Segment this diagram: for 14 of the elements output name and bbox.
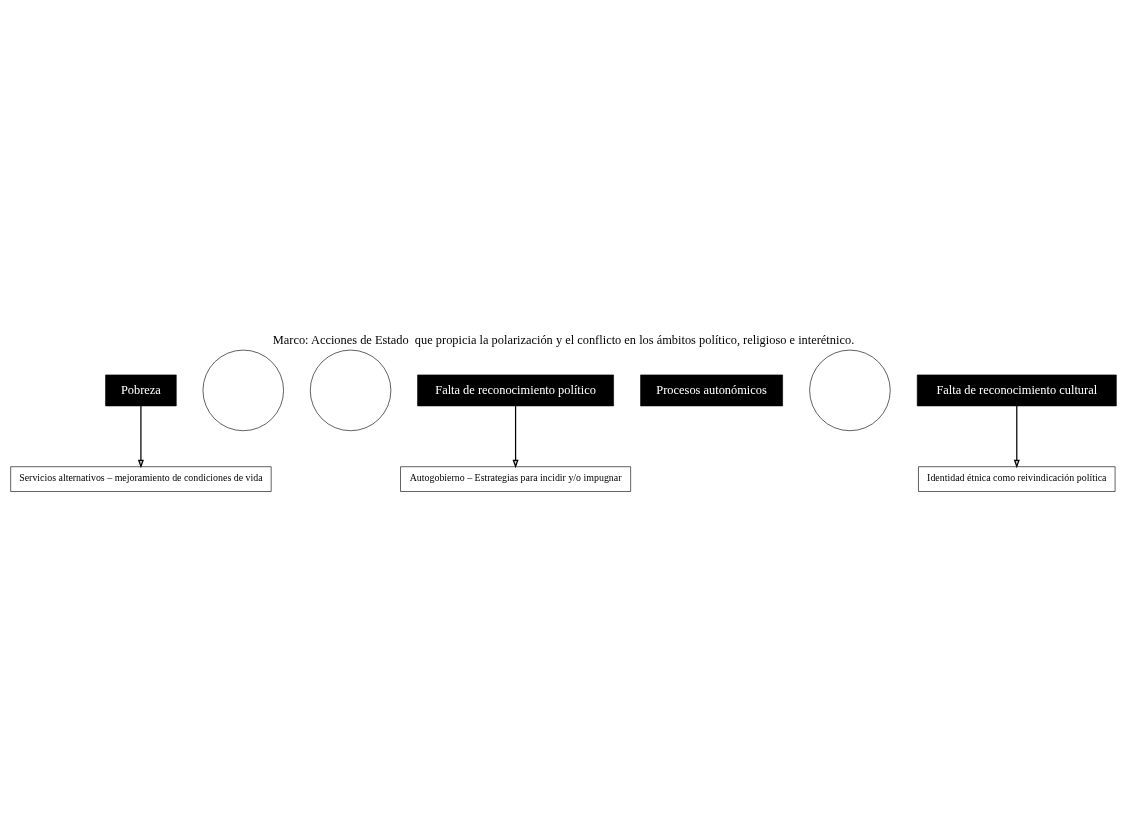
diagram-title: Marco: Acciones de Estado que propicia la polarización y el conflicto en los ámbitos político, religioso e interétnico. bbox=[272, 332, 855, 347]
node-box: Falta de reconocimiento cultural bbox=[916, 374, 1117, 407]
node-circle bbox=[202, 349, 284, 432]
node-box: Pobreza bbox=[105, 374, 177, 407]
node-circle bbox=[309, 349, 392, 432]
node-box: Autogobierno – Estrategias para incidir y/o impugnar bbox=[400, 466, 631, 492]
arrow bbox=[137, 405, 144, 469]
arrow bbox=[512, 405, 519, 469]
arrow bbox=[1013, 405, 1020, 469]
node-box: Servicios alternativos – mejoramiento de condiciones de vida bbox=[10, 466, 272, 492]
node-box: Falta de reconocimiento político bbox=[417, 374, 614, 407]
node-box: Identidad étnica como reivindicación política bbox=[918, 466, 1116, 492]
node-circle bbox=[809, 349, 891, 432]
node-box: Procesos autonómicos bbox=[640, 374, 783, 407]
